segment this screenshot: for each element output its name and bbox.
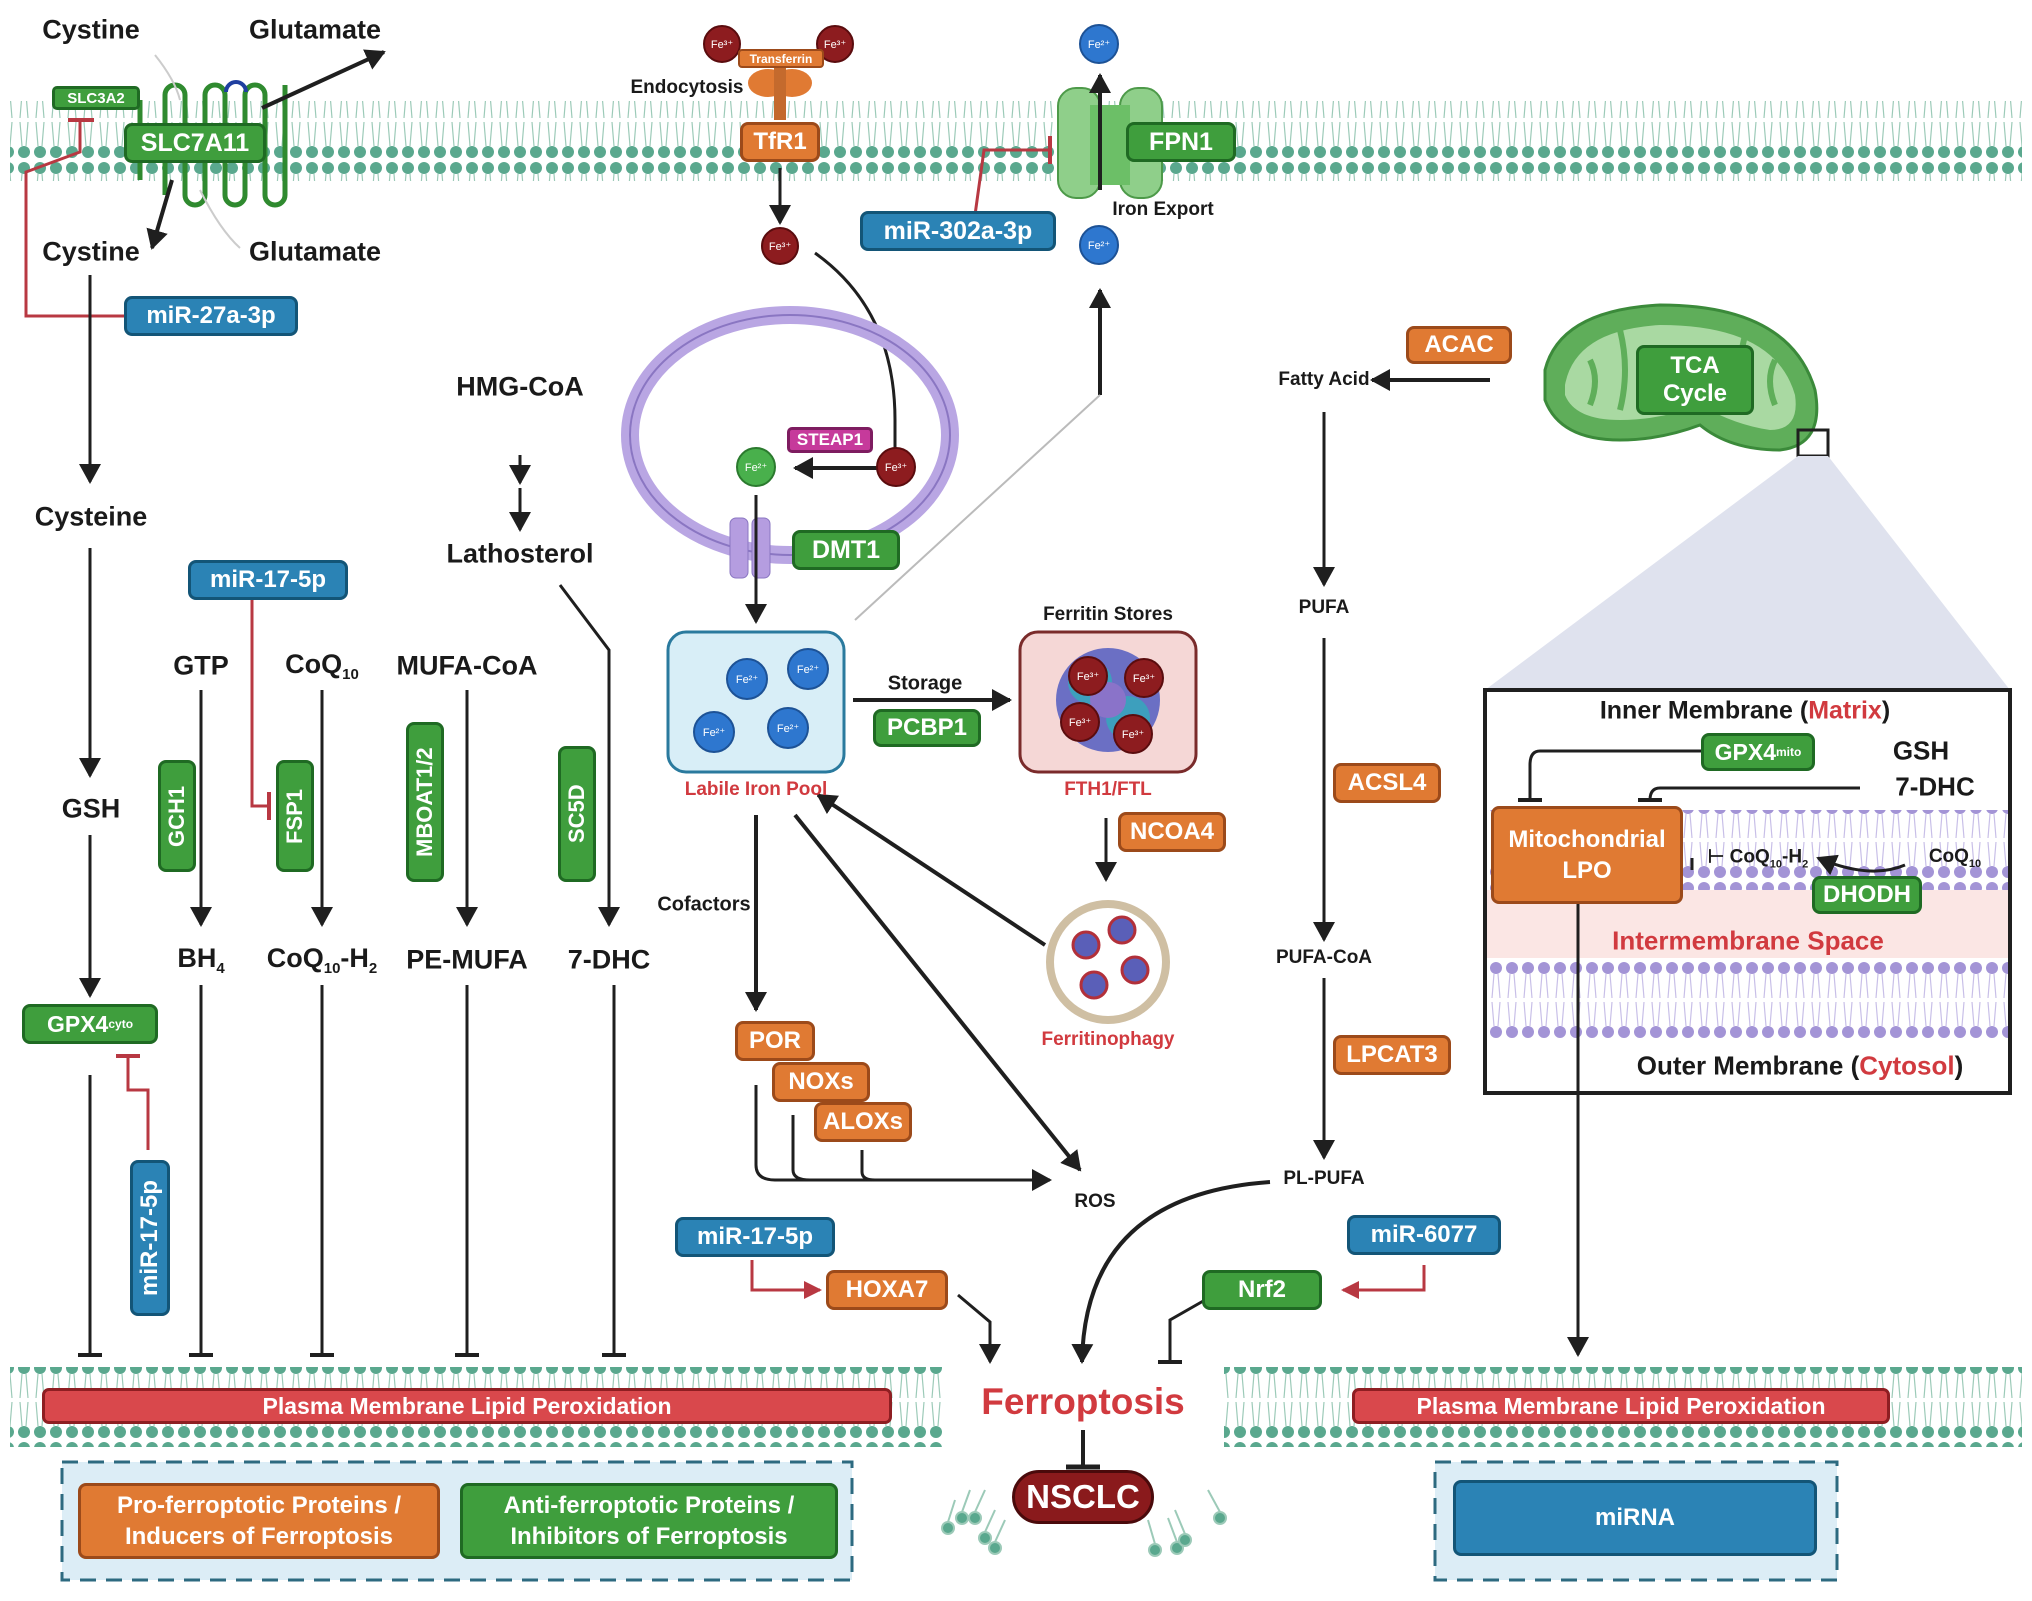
ferritinophagy-label: Ferritinophagy <box>1041 1029 1175 1050</box>
ferroptosis-label: Ferroptosis <box>981 1381 1185 1422</box>
fe3-ion-icon: Fe³⁺ <box>1124 658 1164 698</box>
labile-iron-pool-label: Labile Iron Pool <box>684 779 828 800</box>
slc7a11-loop-icon <box>224 80 248 93</box>
lathosterol-label: Lathosterol <box>446 538 594 569</box>
autophagosome <box>1046 900 1170 1024</box>
acsl4-box: ACSL4 <box>1333 763 1441 803</box>
mboat1-2-box: MBOAT1/2 <box>406 722 444 882</box>
inner-membrane-label: Inner Membrane (Matrix) <box>1599 696 1891 725</box>
por-box: POR <box>735 1021 815 1061</box>
nrf2-box: Nrf2 <box>1202 1270 1322 1310</box>
fatty-acid-label: Fatty Acid <box>1278 369 1370 390</box>
mir-27a-3p-box: miR-27a-3p <box>124 296 298 336</box>
fe3-ion-icon: Fe³⁺ <box>1113 714 1153 754</box>
intermembrane-space-label: Intermembrane Space <box>1612 925 1884 956</box>
gch1-box: GCH1 <box>158 760 196 872</box>
fe2-ion-icon: Fe²⁺ <box>693 711 735 753</box>
pcbp1-box: PCBP1 <box>873 709 981 747</box>
fe3-ion-icon: Fe³⁺ <box>1068 656 1108 696</box>
fe3-ion-icon: Fe³⁺ <box>761 227 799 265</box>
fsp1-box: FSP1 <box>276 760 314 872</box>
storage-label: Storage <box>887 672 963 695</box>
fe2-ion-icon: Fe²⁺ <box>736 447 776 487</box>
mir-17-5p-fsp1-box: miR-17-5p <box>188 560 348 600</box>
coq10-h2-label: CoQ10-H2 <box>266 942 378 978</box>
pe-mufa-label: PE-MUFA <box>406 944 528 975</box>
plasma-membrane-top <box>10 101 2022 181</box>
tfr1-box: TfR1 <box>740 122 820 162</box>
hoxa7-box: HOXA7 <box>826 1270 948 1310</box>
cysteine-label: Cysteine <box>34 501 148 532</box>
seven-dhc-label: 7-DHC <box>567 944 651 975</box>
plasma-membrane-lpo-right: Plasma Membrane Lipid Peroxidation <box>1352 1388 1890 1424</box>
pufa-label: PUFA <box>1298 597 1350 618</box>
fe3-ion-icon: Fe³⁺ <box>703 25 741 63</box>
steap1-box: STEAP1 <box>787 427 873 453</box>
legend-pro-ferroptotic: Pro-ferroptotic Proteins / Inducers of F… <box>78 1483 440 1559</box>
iron-export-label: Iron Export <box>1112 199 1214 220</box>
fe2-ion-icon: Fe²⁺ <box>1079 225 1119 265</box>
coq10-label: CoQ10 <box>285 648 359 684</box>
dmt1-box: DMT1 <box>792 530 900 570</box>
glutamate-extracellular-label: Glutamate <box>248 14 382 45</box>
slc7a11-box: SLC7A11 <box>124 123 266 163</box>
pufa-coa-label: PUFA-CoA <box>1275 947 1373 968</box>
dhodh-box: DHODH <box>1812 876 1922 914</box>
lpcat3-box: LPCAT3 <box>1333 1035 1451 1075</box>
mito-coq10-h2-label: ⊢ CoQ10-H2 <box>1707 846 1809 871</box>
transferrin-receptor-icon <box>748 60 812 120</box>
slc3a2-box: SLC3A2 <box>52 86 140 110</box>
fe2-ion-icon: Fe²⁺ <box>726 658 768 700</box>
nsclc-box: NSCLC <box>1012 1470 1154 1524</box>
aloxs-box: ALOXs <box>814 1102 912 1142</box>
endocytosis-label: Endocytosis <box>630 77 744 98</box>
fpn1-channel-icon <box>1057 87 1163 199</box>
gtp-label: GTP <box>173 650 229 681</box>
mir-17-5p-hoxa7-box: miR-17-5p <box>675 1217 835 1257</box>
noxs-box: NOXs <box>772 1062 870 1102</box>
fe2-ion-icon: Fe²⁺ <box>787 648 829 690</box>
mir-17-5p-gpx4-box: miR-17-5p <box>130 1160 170 1316</box>
outer-membrane-label: Outer Membrane (Cytosol) <box>1636 1050 1964 1081</box>
cofactors-label: Cofactors <box>657 893 751 916</box>
mito-7-dhc-label: 7-DHC <box>1895 771 1975 802</box>
pl-pufa-label: PL-PUFA <box>1283 1168 1365 1189</box>
mufa-coa-label: MUFA-CoA <box>396 650 538 681</box>
mito-coq10-label: CoQ10 <box>1928 846 1982 870</box>
fth1-ftl-label: FTH1/FTL <box>1064 779 1152 800</box>
mir-6077-box: miR-6077 <box>1347 1215 1501 1255</box>
fpn1-box: FPN1 <box>1126 122 1236 162</box>
legend-mirna: miRNA <box>1453 1480 1817 1556</box>
bh4-label: BH4 <box>177 942 225 978</box>
cystine-intracellular-label: Cystine <box>42 236 140 267</box>
cystine-extracellular-label: Cystine <box>42 14 140 45</box>
lipid-fragments-icon <box>941 1489 1227 1557</box>
zoom-cone <box>1485 456 2010 690</box>
ros-label: ROS <box>1074 1191 1116 1212</box>
transferrin-box: Transferrin <box>738 49 824 68</box>
plasma-membrane-lpo-left: Plasma Membrane Lipid Peroxidation <box>42 1388 892 1424</box>
legend-anti-ferroptotic: Anti-ferroptotic Proteins / Inhibitors o… <box>460 1483 838 1559</box>
fe3-ion-icon: Fe³⁺ <box>876 447 916 487</box>
fe3-ion-icon: Fe³⁺ <box>1060 702 1100 742</box>
ferritin-stores-label: Ferritin Stores <box>1043 604 1173 625</box>
mito-gsh-label: GSH <box>1892 735 1950 766</box>
gsh-label: GSH <box>61 793 121 824</box>
acac-box: ACAC <box>1406 326 1512 364</box>
glutamate-intracellular-label: Glutamate <box>248 236 382 267</box>
fe2-ion-icon: Fe²⁺ <box>767 707 809 749</box>
mir-302a-3p-box: miR-302a-3p <box>860 211 1056 251</box>
ncoa4-box: NCOA4 <box>1118 812 1226 852</box>
hmg-coa-label: HMG-CoA <box>456 371 584 402</box>
fe2-ion-exported-icon: Fe²⁺ <box>1079 24 1119 64</box>
ferritin-aggregates-icon <box>1071 915 1150 1000</box>
sc5d-box: SC5D <box>558 746 596 882</box>
